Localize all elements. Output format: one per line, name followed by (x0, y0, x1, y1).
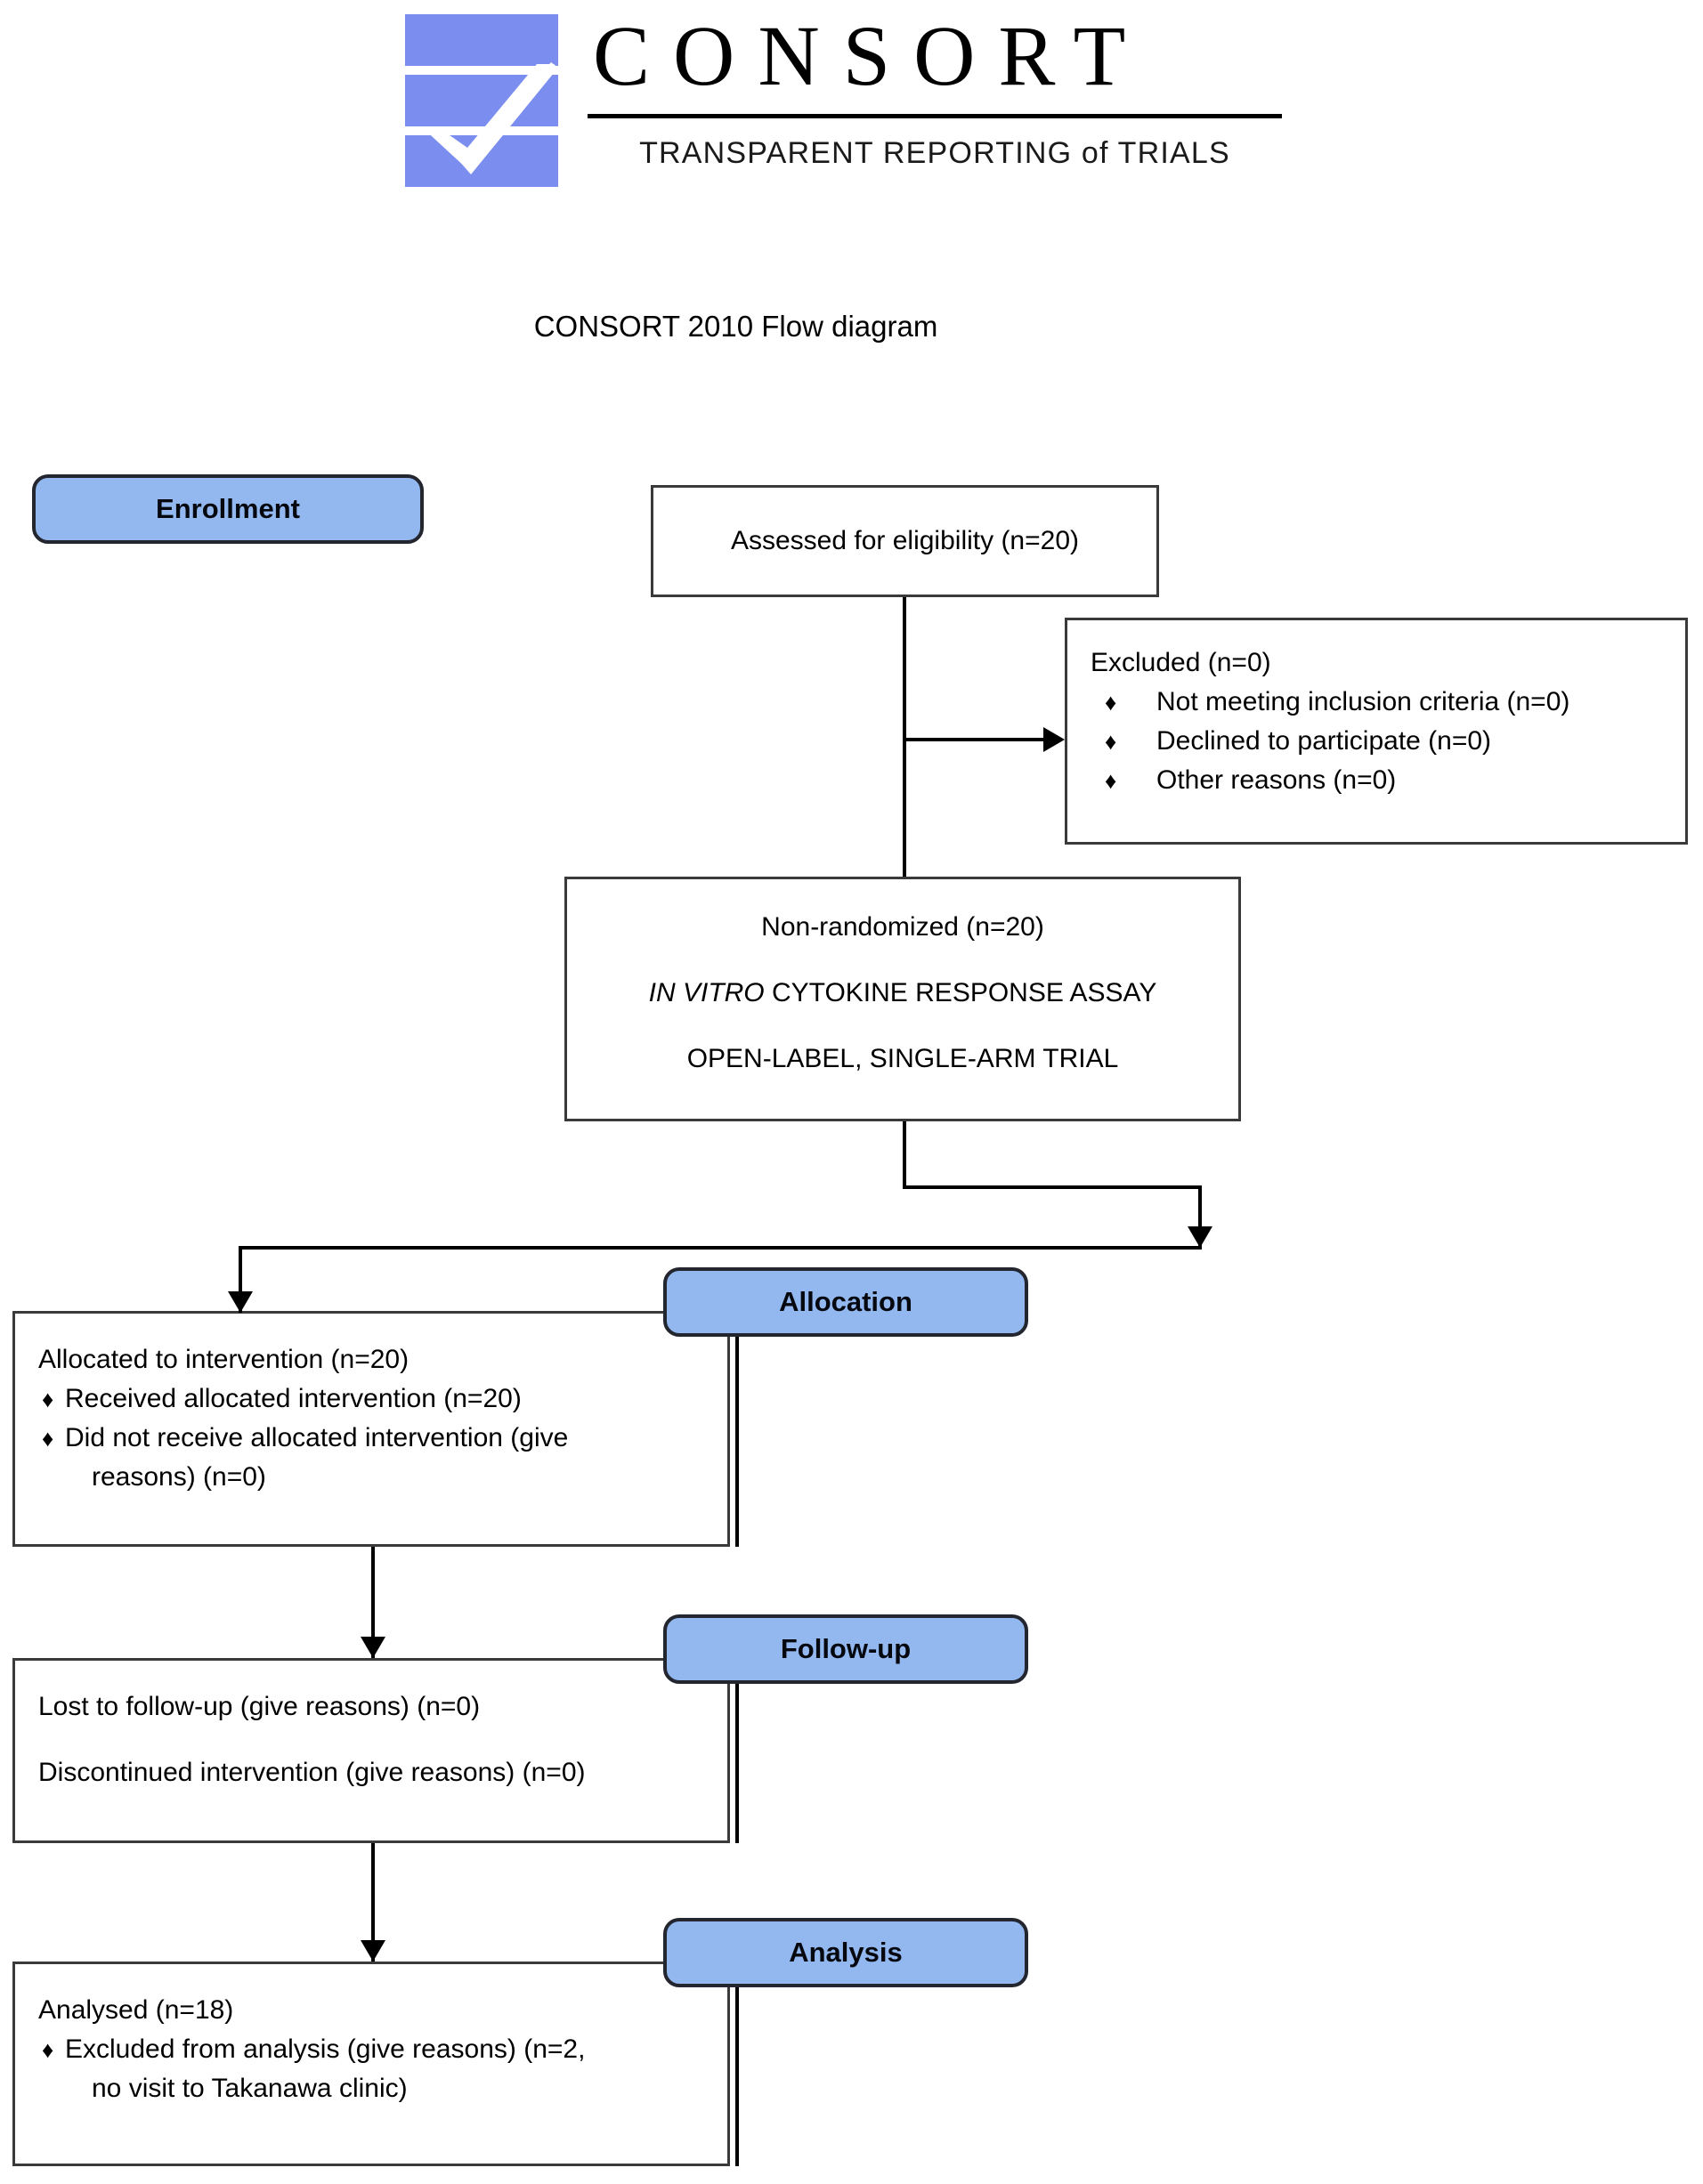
arrow-down-icon-to-followup (361, 1637, 385, 1658)
diamond-bullet-icon: ♦ (42, 1425, 54, 1452)
list-item: ♦ Received allocated intervention (n=20) (38, 1379, 704, 1419)
arrow-right-icon-to-excluded (1043, 727, 1065, 752)
allocated-item-2-line2: reasons) (n=0) (92, 1462, 266, 1492)
allocated-list: ♦ Received allocated intervention (n=20)… (38, 1379, 704, 1497)
connector-right-drop (1198, 1185, 1202, 1248)
arrow-down-icon-right-leg (1188, 1226, 1212, 1248)
list-item: ♦ Other reasons (n=0) (1091, 761, 1662, 800)
connector-followup-to-analysis (371, 1843, 375, 1962)
box-assessed-for-eligibility: Assessed for eligibility (n=20) (651, 485, 1159, 597)
logo-tagline: TRANSPARENT REPORTING of TRIALS (639, 136, 1230, 170)
allocated-title: Allocated to intervention (n=20) (38, 1345, 410, 1374)
stage-badge-enrollment-label: Enrollment (156, 493, 300, 524)
stage-badge-analysis-label: Analysis (789, 1937, 903, 1968)
stage-badge-allocation-label: Allocation (779, 1286, 912, 1317)
consort-header: CONSORT TRANSPARENT REPORTING of TRIALS (405, 7, 1295, 187)
nonrandomized-line2: IN VITRO CYTOKINE RESPONSE ASSAY (590, 974, 1215, 1013)
box-non-randomized: Non-randomized (n=20) IN VITRO CYTOKINE … (564, 877, 1241, 1121)
analysed-list: ♦ Excluded from analysis (give reasons) … (38, 2030, 704, 2108)
connector-drop-to-allocation (239, 1246, 242, 1313)
page-title-text: CONSORT 2010 Flow diagram (533, 310, 938, 343)
consort-wordmark: CONSORT TRANSPARENT REPORTING of TRIALS (588, 7, 1291, 171)
diamond-bullet-icon: ♦ (42, 1386, 54, 1412)
connector-allocation-to-followup (371, 1547, 375, 1658)
analysed-item-1-line2: no visit to Takanawa clinic) (92, 2074, 408, 2103)
list-item: ♦ Declined to participate (n=0) (1091, 722, 1662, 761)
page-title: CONSORT 2010 Flow diagram (0, 310, 1703, 344)
nonrandomized-line1: Non-randomized (n=20) (761, 912, 1044, 942)
nonrandomized-line2-italic: IN VITRO (648, 978, 765, 1007)
diamond-bullet-icon: ♦ (1105, 689, 1117, 716)
connector-long-horizontal (239, 1246, 1202, 1250)
analysed-item-1-line1: Excluded from analysis (give reasons) (n… (65, 2034, 586, 2064)
list-item: ♦ Excluded from analysis (give reasons) … (38, 2030, 704, 2108)
excluded-item-1: Declined to participate (n=0) (1156, 726, 1492, 756)
connector-assessed-to-nonrandomized (903, 597, 906, 877)
connector-analysis-badge-down (735, 1987, 739, 2166)
box-excluded: Excluded (n=0) ♦ Not meeting inclusion c… (1065, 618, 1688, 845)
allocated-item-2-line1: Did not receive allocated intervention (… (65, 1423, 569, 1452)
logo-divider (588, 114, 1282, 118)
arrow-down-icon-to-allocation (228, 1291, 253, 1313)
diamond-bullet-icon: ♦ (1105, 728, 1117, 755)
excluded-title: Excluded (n=0) (1091, 648, 1271, 677)
stage-badge-enrollment[interactable]: Enrollment (32, 474, 424, 544)
analysed-title: Analysed (n=18) (38, 1995, 234, 2025)
box-analysed: Analysed (n=18) ♦ Excluded from analysis… (12, 1962, 730, 2166)
connector-nonrandomized-down (903, 1121, 906, 1189)
connector-nonrandomized-right (903, 1185, 1202, 1189)
brand-text: CONSORT (593, 8, 1149, 103)
diamond-bullet-icon: ♦ (1105, 767, 1117, 794)
connector-to-excluded-line (903, 738, 1043, 741)
excluded-list: ♦ Not meeting inclusion criteria (n=0) ♦… (1091, 683, 1662, 800)
arrow-down-icon-to-analysis (361, 1940, 385, 1962)
followup-line2: Discontinued intervention (give reasons)… (38, 1758, 586, 1787)
nonrandomized-line2-rest: CYTOKINE RESPONSE ASSAY (764, 978, 1157, 1007)
diamond-bullet-icon: ♦ (42, 2036, 54, 2063)
box-allocated-to-intervention: Allocated to intervention (n=20) ♦ Recei… (12, 1311, 730, 1547)
allocated-item-1: Received allocated intervention (n=20) (65, 1384, 522, 1413)
excluded-item-2: Other reasons (n=0) (1156, 765, 1397, 795)
box-follow-up: Lost to follow-up (give reasons) (n=0) D… (12, 1658, 730, 1843)
stage-badge-followup-label: Follow-up (780, 1633, 912, 1664)
assessed-line: Assessed for eligibility (n=20) (730, 526, 1079, 555)
stage-badge-followup[interactable]: Follow-up (663, 1614, 1028, 1684)
nonrandomized-line3: OPEN-LABEL, SINGLE-ARM TRIAL (686, 1044, 1119, 1073)
connector-followup-badge-down (735, 1684, 739, 1843)
list-item: ♦ Not meeting inclusion criteria (n=0) (1091, 683, 1662, 722)
stage-badge-allocation[interactable]: Allocation (663, 1267, 1028, 1337)
stage-badge-analysis[interactable]: Analysis (663, 1918, 1028, 1987)
followup-line1: Lost to follow-up (give reasons) (n=0) (38, 1692, 481, 1721)
consort-checkmark-logo (405, 12, 558, 187)
connector-allocation-badge-down (735, 1337, 739, 1547)
list-item: ♦ Did not receive allocated intervention… (38, 1419, 704, 1497)
excluded-item-0: Not meeting inclusion criteria (n=0) (1156, 687, 1570, 716)
